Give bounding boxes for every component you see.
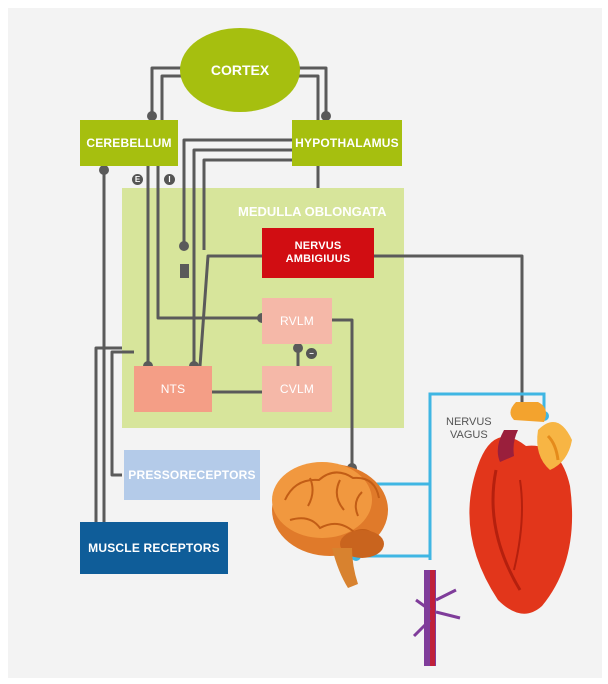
diagram-canvas: MEDULLA OBLONGATA (0, 0, 608, 684)
blood-vessel-icon (0, 0, 608, 684)
